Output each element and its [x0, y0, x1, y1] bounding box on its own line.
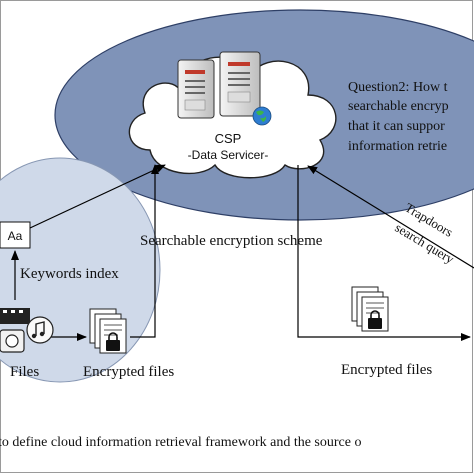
question-line: that it can suppor — [348, 119, 445, 134]
label-encrypted-files-right: Encrypted files — [341, 362, 432, 378]
question-line: searchable encryp — [348, 99, 449, 114]
csp-name: CSP — [215, 131, 242, 146]
film-icon — [0, 308, 30, 324]
question-line: information retrie — [348, 139, 447, 154]
keyword-box — [0, 221, 31, 249]
label-scheme: Searchable encryption scheme — [140, 233, 323, 249]
padlock-icon — [368, 310, 382, 329]
question-text: Question2: How t searchable encryp that … — [348, 80, 449, 154]
label-encrypted-files-left: Encrypted files — [83, 364, 174, 380]
arrow-search-query — [307, 165, 474, 269]
csp-role: -Data Servicer- — [188, 148, 269, 162]
arrow-csp-to-encrypted — [297, 165, 471, 341]
padlock-icon — [106, 332, 120, 351]
keyword-box-label: Aa — [8, 229, 23, 243]
globe-icon — [252, 106, 272, 126]
label-keywords-index: Keywords index — [20, 266, 119, 282]
figure-caption: to define cloud information retrieval fr… — [0, 435, 361, 450]
server-icon — [177, 59, 215, 119]
camera-icon — [0, 329, 25, 353]
label-files: Files — [10, 364, 39, 380]
question-line: Question2: How t — [348, 80, 448, 95]
music-icon — [26, 316, 54, 344]
arrow-encrypted-to-csp — [130, 164, 159, 338]
arrow-keywords-to-csp — [29, 164, 166, 229]
server-icon — [219, 51, 261, 117]
